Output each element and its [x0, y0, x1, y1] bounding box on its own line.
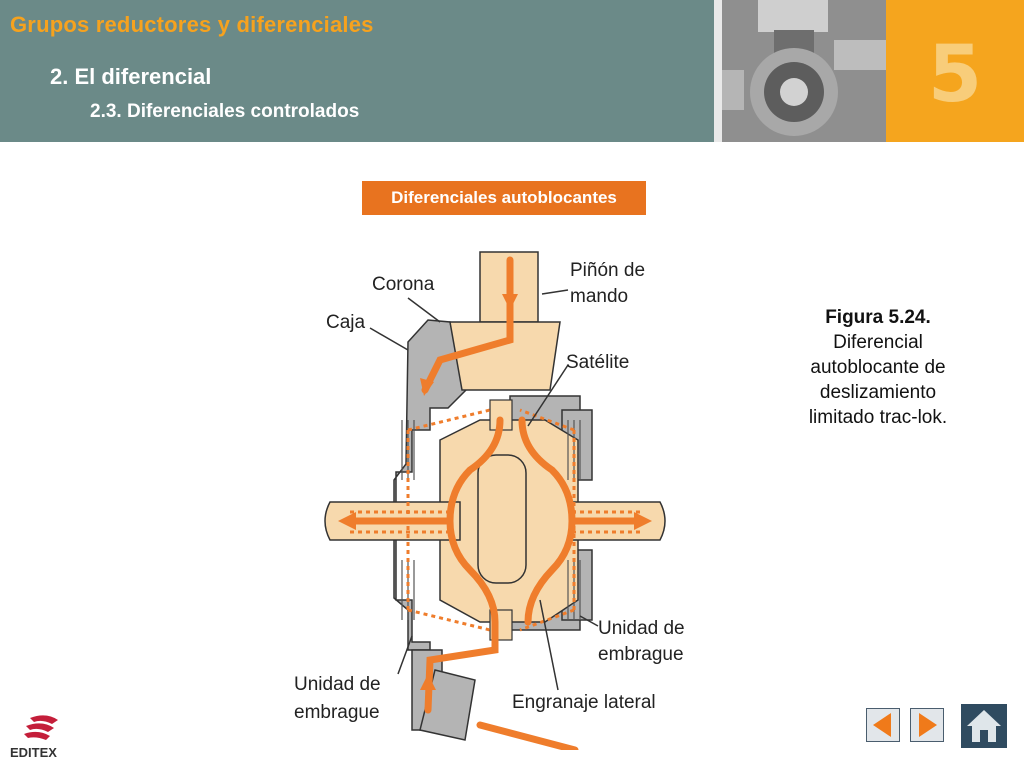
figure-caption: Figura 5.24. Diferencial autoblocante de… [780, 305, 976, 430]
prev-slide-button[interactable] [866, 708, 900, 742]
caption-line: Diferencial [833, 332, 923, 353]
triangle-left-icon [873, 713, 891, 737]
chapter-panel: 5 [886, 0, 1024, 142]
next-slide-button[interactable] [910, 708, 944, 742]
figure-number: Figura 5.24. [825, 307, 931, 328]
label-unidad-left-1: Unidad de [294, 674, 381, 695]
label-pinon-1: Piñón de [570, 260, 645, 281]
caption-line: autoblocante de [810, 357, 946, 378]
logo-text: EDITEX [10, 745, 57, 760]
editex-logo: EDITEX [8, 712, 78, 762]
chapter-number: 5 [927, 30, 983, 120]
label-pinon-2: mando [570, 286, 628, 307]
label-caja: Caja [326, 312, 366, 333]
caption-line: deslizamiento [819, 382, 937, 403]
home-button[interactable] [961, 704, 1007, 748]
label-corona: Corona [372, 274, 435, 295]
label-unidad-left-2: embrague [294, 702, 380, 723]
label-unidad-right-1: Unidad de [598, 618, 685, 639]
caption-line: limitado trac-lok. [808, 407, 948, 428]
subsection-title: 2.3. Diferenciales controlados [90, 101, 360, 122]
home-icon [967, 710, 1001, 742]
differential-photo [714, 0, 886, 142]
label-unidad-right-2: embrague [598, 644, 684, 665]
topic-badge: Diferenciales autoblocantes [362, 181, 646, 215]
differential-diagram: Corona Caja Piñón de mando Satélite Unid… [290, 250, 710, 754]
triangle-right-icon [919, 713, 937, 737]
slide-title: Grupos reductores y diferenciales [10, 12, 374, 37]
section-title: 2. El diferencial [50, 64, 212, 89]
label-satelite: Satélite [566, 352, 629, 373]
label-engranaje: Engranaje lateral [512, 692, 656, 713]
